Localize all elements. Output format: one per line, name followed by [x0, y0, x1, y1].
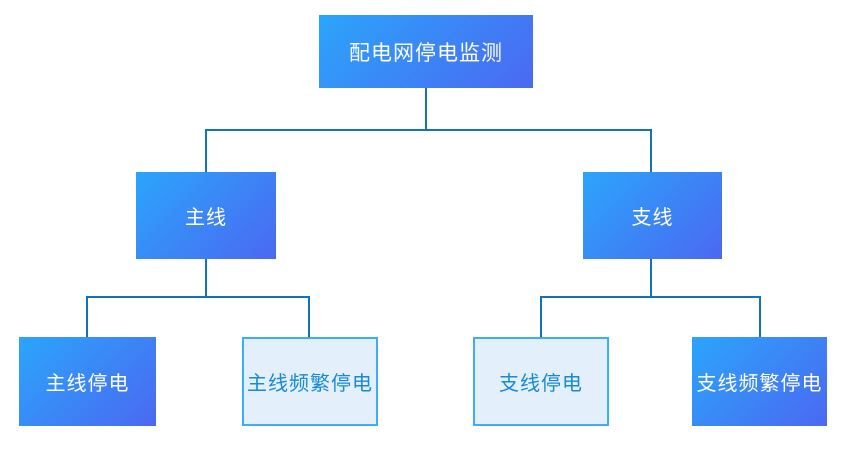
connector-branch-line-down — [650, 259, 652, 297]
node-root-label: 配电网停电监测 — [349, 41, 503, 65]
node-main-line-frequent-outage-label: 主线频繁停电 — [247, 373, 373, 395]
node-branch-line-frequent-outage-label: 支线频繁停电 — [696, 373, 823, 395]
node-main-line-frequent-outage[interactable]: 主线频繁停电 — [242, 337, 378, 426]
connector-branch-children-horizontal — [540, 296, 761, 298]
node-branch-line-outage[interactable]: 支线停电 — [473, 337, 609, 426]
connector-to-main-outage — [86, 296, 88, 337]
node-branch-line[interactable]: 支线 — [583, 172, 722, 259]
connector-to-main-frequent-outage — [308, 296, 310, 337]
connector-to-branch-line — [650, 129, 652, 172]
node-branch-line-outage-label: 支线停电 — [499, 373, 583, 395]
node-branch-line-label: 支线 — [631, 207, 674, 229]
node-main-line-label: 主线 — [185, 207, 227, 229]
node-root-outage-monitoring[interactable]: 配电网停电监测 — [319, 15, 533, 88]
node-main-line-outage[interactable]: 主线停电 — [19, 337, 156, 426]
node-main-line-outage-label: 主线停电 — [45, 373, 130, 395]
connector-main-line-down — [205, 259, 207, 297]
connector-to-main-line — [205, 129, 207, 172]
connector-level1-horizontal — [205, 129, 652, 131]
connector-main-children-horizontal — [86, 296, 310, 298]
node-main-line[interactable]: 主线 — [136, 172, 276, 259]
node-branch-line-frequent-outage[interactable]: 支线频繁停电 — [692, 337, 827, 426]
connector-to-branch-frequent-outage — [759, 296, 761, 337]
connector-root-down — [425, 88, 427, 130]
connector-to-branch-outage — [540, 296, 542, 337]
